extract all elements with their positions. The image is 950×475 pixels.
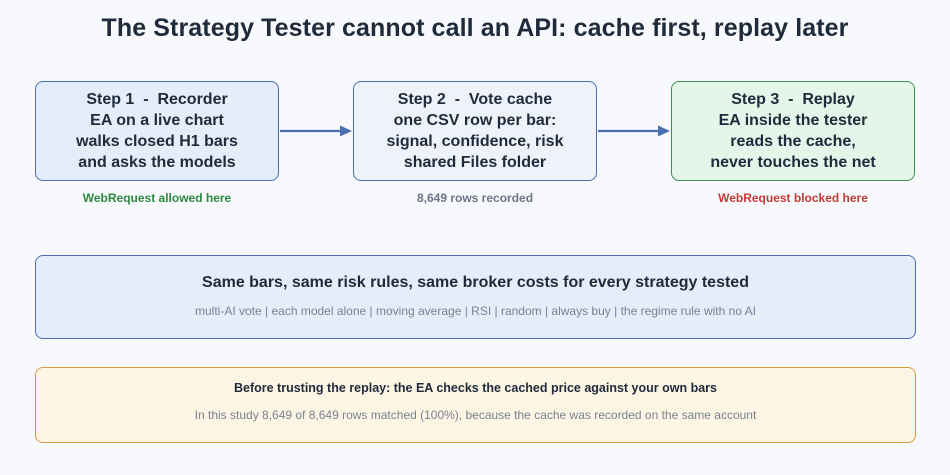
- diagram-title: The Strategy Tester cannot call an API: …: [101, 14, 849, 42]
- price-check-heading: Before trusting the replay: the EA check…: [233, 381, 717, 395]
- step-1-recorder-box: Step 1 - Recorder EA on a live chart wal…: [35, 81, 279, 181]
- step-2-vote-cache-box: Step 2 - Vote cache one CSV row per bar:…: [353, 81, 597, 181]
- step-3-caption: WebRequest blocked here: [718, 191, 868, 205]
- step-1-line-2: EA on a live chart: [90, 112, 224, 129]
- step-2-line-3: signal, confidence, risk: [386, 133, 564, 150]
- price-check-box: Before trusting the replay: the EA check…: [35, 367, 916, 443]
- step-3-replay-box: Step 3 - Replay EA inside the tester rea…: [671, 81, 915, 181]
- step-1-line-3: walks closed H1 bars: [76, 133, 238, 150]
- step-1-caption: WebRequest allowed here: [82, 191, 232, 205]
- strategies-list: multi-AI vote | each model alone | movin…: [195, 304, 756, 318]
- step-3-line-2: EA inside the tester: [718, 112, 868, 129]
- step-2-caption: 8,649 rows recorded: [416, 191, 534, 205]
- arrow-step-2-to-3: [598, 125, 670, 137]
- step-2-line-2: one CSV row per bar:: [393, 112, 557, 129]
- step-3-line-3: reads the cache,: [730, 133, 856, 150]
- step-3-heading: Step 3 - Replay: [731, 91, 855, 108]
- step-1-line-4: and asks the models: [78, 154, 236, 171]
- arrow-step-1-to-2: [280, 125, 352, 137]
- price-check-detail: In this study 8,649 of 8,649 rows matche…: [194, 408, 757, 422]
- shared-conditions-box: Same bars, same risk rules, same broker …: [35, 255, 916, 339]
- step-1-heading: Step 1 - Recorder: [86, 91, 228, 108]
- shared-conditions-heading: Same bars, same risk rules, same broker …: [202, 274, 749, 291]
- step-2-heading: Step 2 - Vote cache: [397, 91, 553, 108]
- step-3-line-4: never touches the net: [710, 154, 876, 171]
- step-2-line-4: shared Files folder: [403, 154, 547, 171]
